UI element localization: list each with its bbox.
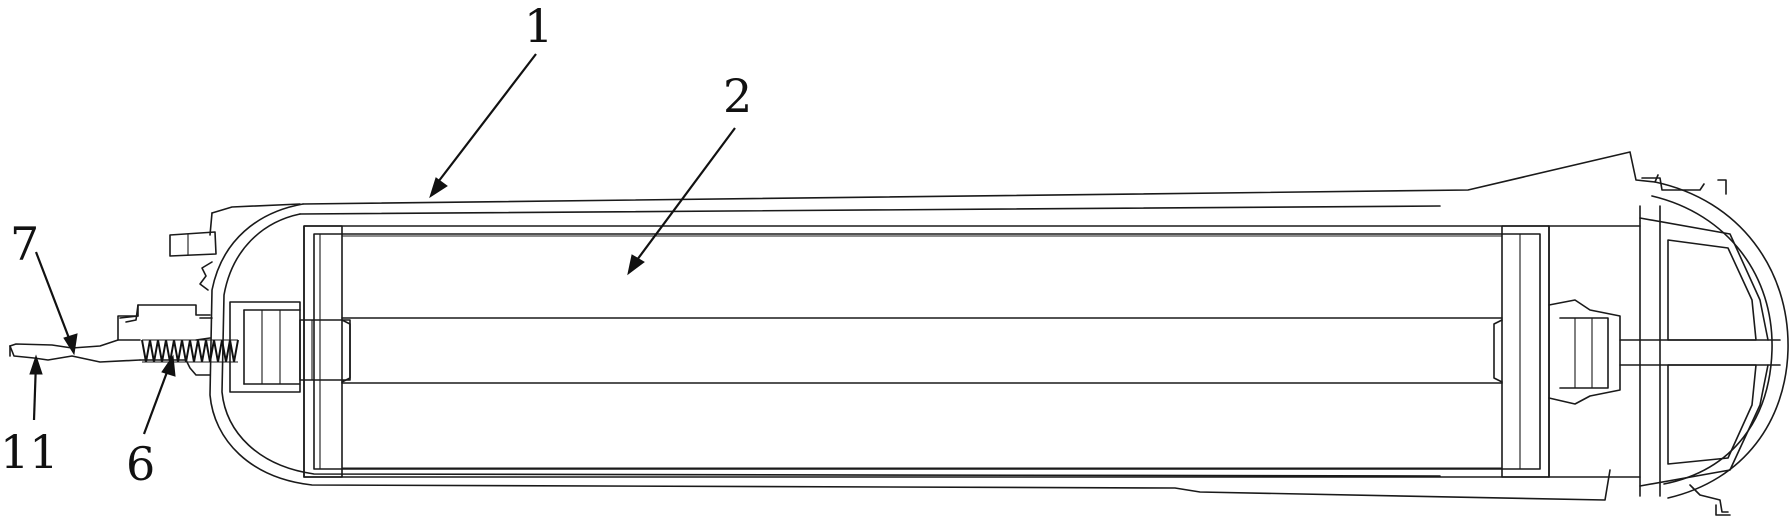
filter-element — [303, 225, 1550, 478]
callout-11: 11 — [0, 425, 59, 479]
arrowhead-11 — [29, 354, 43, 375]
callout-2: 2 — [723, 69, 752, 123]
callout-6: 6 — [126, 437, 155, 491]
leader-1 — [434, 53, 537, 187]
valve-assembly — [119, 301, 351, 393]
right-end-cap — [1548, 177, 1789, 516]
callout-7: 7 — [10, 217, 39, 271]
spring — [141, 339, 239, 363]
leader-7 — [34, 251, 74, 347]
callout-1: 1 — [524, 0, 553, 53]
leader-2 — [633, 127, 736, 265]
arrowhead-2 — [627, 254, 645, 276]
arrowhead-7 — [63, 333, 78, 356]
leader-lines — [29, 53, 736, 435]
leader-6 — [142, 363, 172, 435]
outer-housing — [169, 151, 1659, 501]
callout-labels: 1 2 7 11 6 — [0, 0, 752, 491]
arrowhead-6 — [161, 354, 176, 377]
arrowhead-1 — [429, 177, 448, 199]
